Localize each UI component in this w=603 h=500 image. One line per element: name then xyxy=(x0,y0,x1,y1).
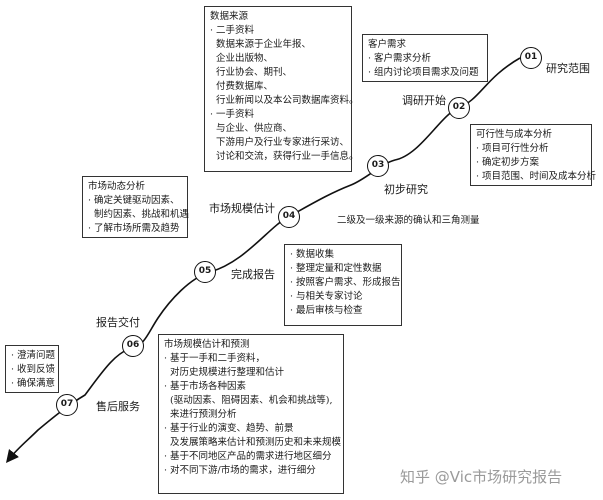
box-line: 付费数据库、 xyxy=(210,81,274,92)
box-line: · 整理定量和定性数据 xyxy=(290,263,382,274)
box-line: · 确保满意 xyxy=(11,378,56,389)
stage-node-04: 04 xyxy=(278,206,300,228)
box-line: · 组内讨论项目需求及问题 xyxy=(368,67,479,78)
box-line: 下游用户及行业专家进行采访、 xyxy=(210,137,350,148)
stage-node-03: 03 xyxy=(367,155,389,177)
feasibility-title: 可行性与成本分析 xyxy=(476,129,553,140)
box-line: 数据来源于企业年报、 xyxy=(210,39,312,50)
data-collection-box: · 数据收集 · 整理定量和定性数据 · 按照客户需求、形成报告 · 与相关专家… xyxy=(284,244,402,326)
box-line: · 基于一手和二手资料， xyxy=(164,353,266,364)
data-sources-box: 数据来源 · 二手资料 数据来源于企业年报、 企业出版物、 行业协会、期刊、 付… xyxy=(204,6,359,172)
data-sources-title: 数据来源 xyxy=(210,11,249,22)
stage-node-05: 05 xyxy=(194,261,216,283)
box-line: · 客户需求分析 xyxy=(368,53,432,64)
box-line: · 二手资料 xyxy=(210,25,255,36)
watermark: 知乎 @Vic市场研究报告 xyxy=(400,468,563,486)
box-line: 及发展策略来估计和预测历史和未来规模 xyxy=(164,437,342,448)
customer-needs-title: 客户需求 xyxy=(368,39,407,50)
market-dynamics-box: 市场动态分析 · 确定关键驱动因素、 制约因素、挑战和机遇 · 了解市场所需及趋… xyxy=(82,176,190,238)
box-line: · 确定初步方案 xyxy=(476,157,540,168)
box-line: 与企业、供应商、 xyxy=(210,123,293,134)
box-line: 行业协会、期刊、 xyxy=(210,67,293,78)
box-line: · 确定关键驱动因素、 xyxy=(88,195,180,206)
box-line: · 基于不同地区产品的需求进行地区细分 xyxy=(164,451,332,462)
market-estimation-box: 市场规模估计和预测 · 基于一手和二手资料， 对历史规模进行整理和估计 · 基于… xyxy=(158,334,344,494)
box-line: · 对不同下游/市场的需求，进行细分 xyxy=(164,465,316,476)
after-sales-box: · 澄清问题 · 收到反馈 · 确保满意 xyxy=(5,345,59,393)
box-line: 来进行预测分析 xyxy=(164,409,237,420)
stage-node-07: 07 xyxy=(56,394,78,416)
feasibility-box: 可行性与成本分析 · 项目可行性分析 · 确定初步方案 · 项目范围、时间及成本… xyxy=(470,124,597,186)
box-line: 企业出版物、 xyxy=(210,53,274,64)
stage-node-01: 01 xyxy=(520,47,542,69)
box-line: 行业新闻以及本公司数据库资料。 xyxy=(210,95,359,106)
box-line: · 基于市场各种因素 xyxy=(164,381,247,392)
stage-label-07: 售后服务 xyxy=(96,400,140,413)
stage-node-06: 06 xyxy=(122,335,144,357)
box-line: · 基于行业的演变、趋势、前景 xyxy=(164,423,294,434)
box-line: 讨论和交流，获得行业一手信息。 xyxy=(210,151,359,162)
stage-label-03: 初步研究 xyxy=(384,183,428,196)
stage-node-02: 02 xyxy=(448,97,470,119)
triangulation-note: 二级及一级来源的确认和三角测量 xyxy=(337,215,480,226)
stage-label-04: 市场规模估计 xyxy=(209,202,275,215)
box-line: 对历史规模进行整理和估计 xyxy=(164,367,285,378)
box-line: · 项目可行性分析 xyxy=(476,143,549,154)
market-dynamics-title: 市场动态分析 xyxy=(88,181,146,192)
box-line: · 澄清问题 xyxy=(11,350,56,361)
box-line: · 数据收集 xyxy=(290,249,335,260)
process-curve xyxy=(6,57,521,463)
box-line: (驱动因素、阻碍因素、机会和挑战等), xyxy=(164,395,333,406)
stage-label-06: 报告交付 xyxy=(96,316,140,329)
box-line: 制约因素、挑战和机遇 xyxy=(88,209,190,220)
box-line: · 一手资料 xyxy=(210,109,255,120)
market-estimation-title: 市场规模估计和预测 xyxy=(164,339,250,350)
stage-label-05: 完成报告 xyxy=(231,268,275,281)
stage-label-01: 研究范围 xyxy=(546,62,590,75)
box-line: · 了解市场所需及趋势 xyxy=(88,223,180,234)
stage-label-02: 调研开始 xyxy=(402,94,446,107)
customer-needs-box: 客户需求 · 客户需求分析 · 组内讨论项目需求及问题 xyxy=(362,34,488,82)
box-line: · 项目范围、时间及成本分析 xyxy=(476,171,597,182)
box-line: · 最后审核与检查 xyxy=(290,305,363,316)
box-line: · 按照客户需求、形成报告 xyxy=(290,277,401,288)
box-line: · 与相关专家讨论 xyxy=(290,291,363,302)
box-line: · 收到反馈 xyxy=(11,364,56,375)
